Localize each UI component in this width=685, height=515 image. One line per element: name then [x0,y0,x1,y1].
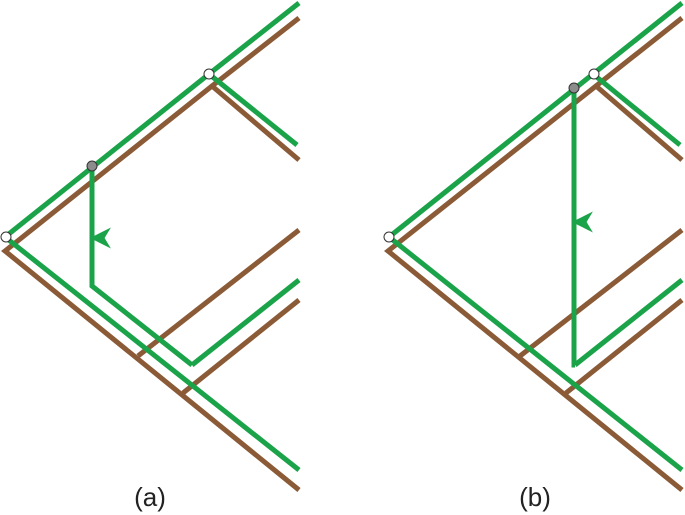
panel-a-node-left-open [0,231,12,243]
panel-b-green-lower-branch [573,278,684,367]
panel-b: (b) [383,1,684,512]
panel-a-brown-upper-wedge [1,16,301,492]
panel-a: (a) [0,1,301,512]
panel-b-brown-upper-branch [594,84,684,162]
panel-a-node-top-open [203,68,215,80]
panel-a-brown-upper-branch [210,84,301,162]
panel-b-node-filled [568,82,580,94]
panel-b-brown-upper-wedge [384,16,684,492]
panel-b-label: (b) [519,482,551,512]
panel-b-brown-lower-branch-2 [564,298,684,395]
panel-b-green-upper-wedge [384,1,684,472]
panel-a-brown-lower-branch-1 [136,228,301,358]
panel-a-green-upper-branch [207,72,299,147]
panel-b-green-upper-branch [591,72,682,147]
panel-a-green-lower-branch [190,278,301,367]
panel-a-label: (a) [134,482,166,512]
panel-b-node-top-open [588,68,600,80]
panel-b-node-left-open [383,231,395,243]
panel-a-node-filled [86,160,98,172]
panel-a-green-upper-wedge [0,1,301,472]
panel-a-brown-lower-branch-2 [181,298,301,395]
panel-b-brown-lower-branch-1 [518,228,684,358]
